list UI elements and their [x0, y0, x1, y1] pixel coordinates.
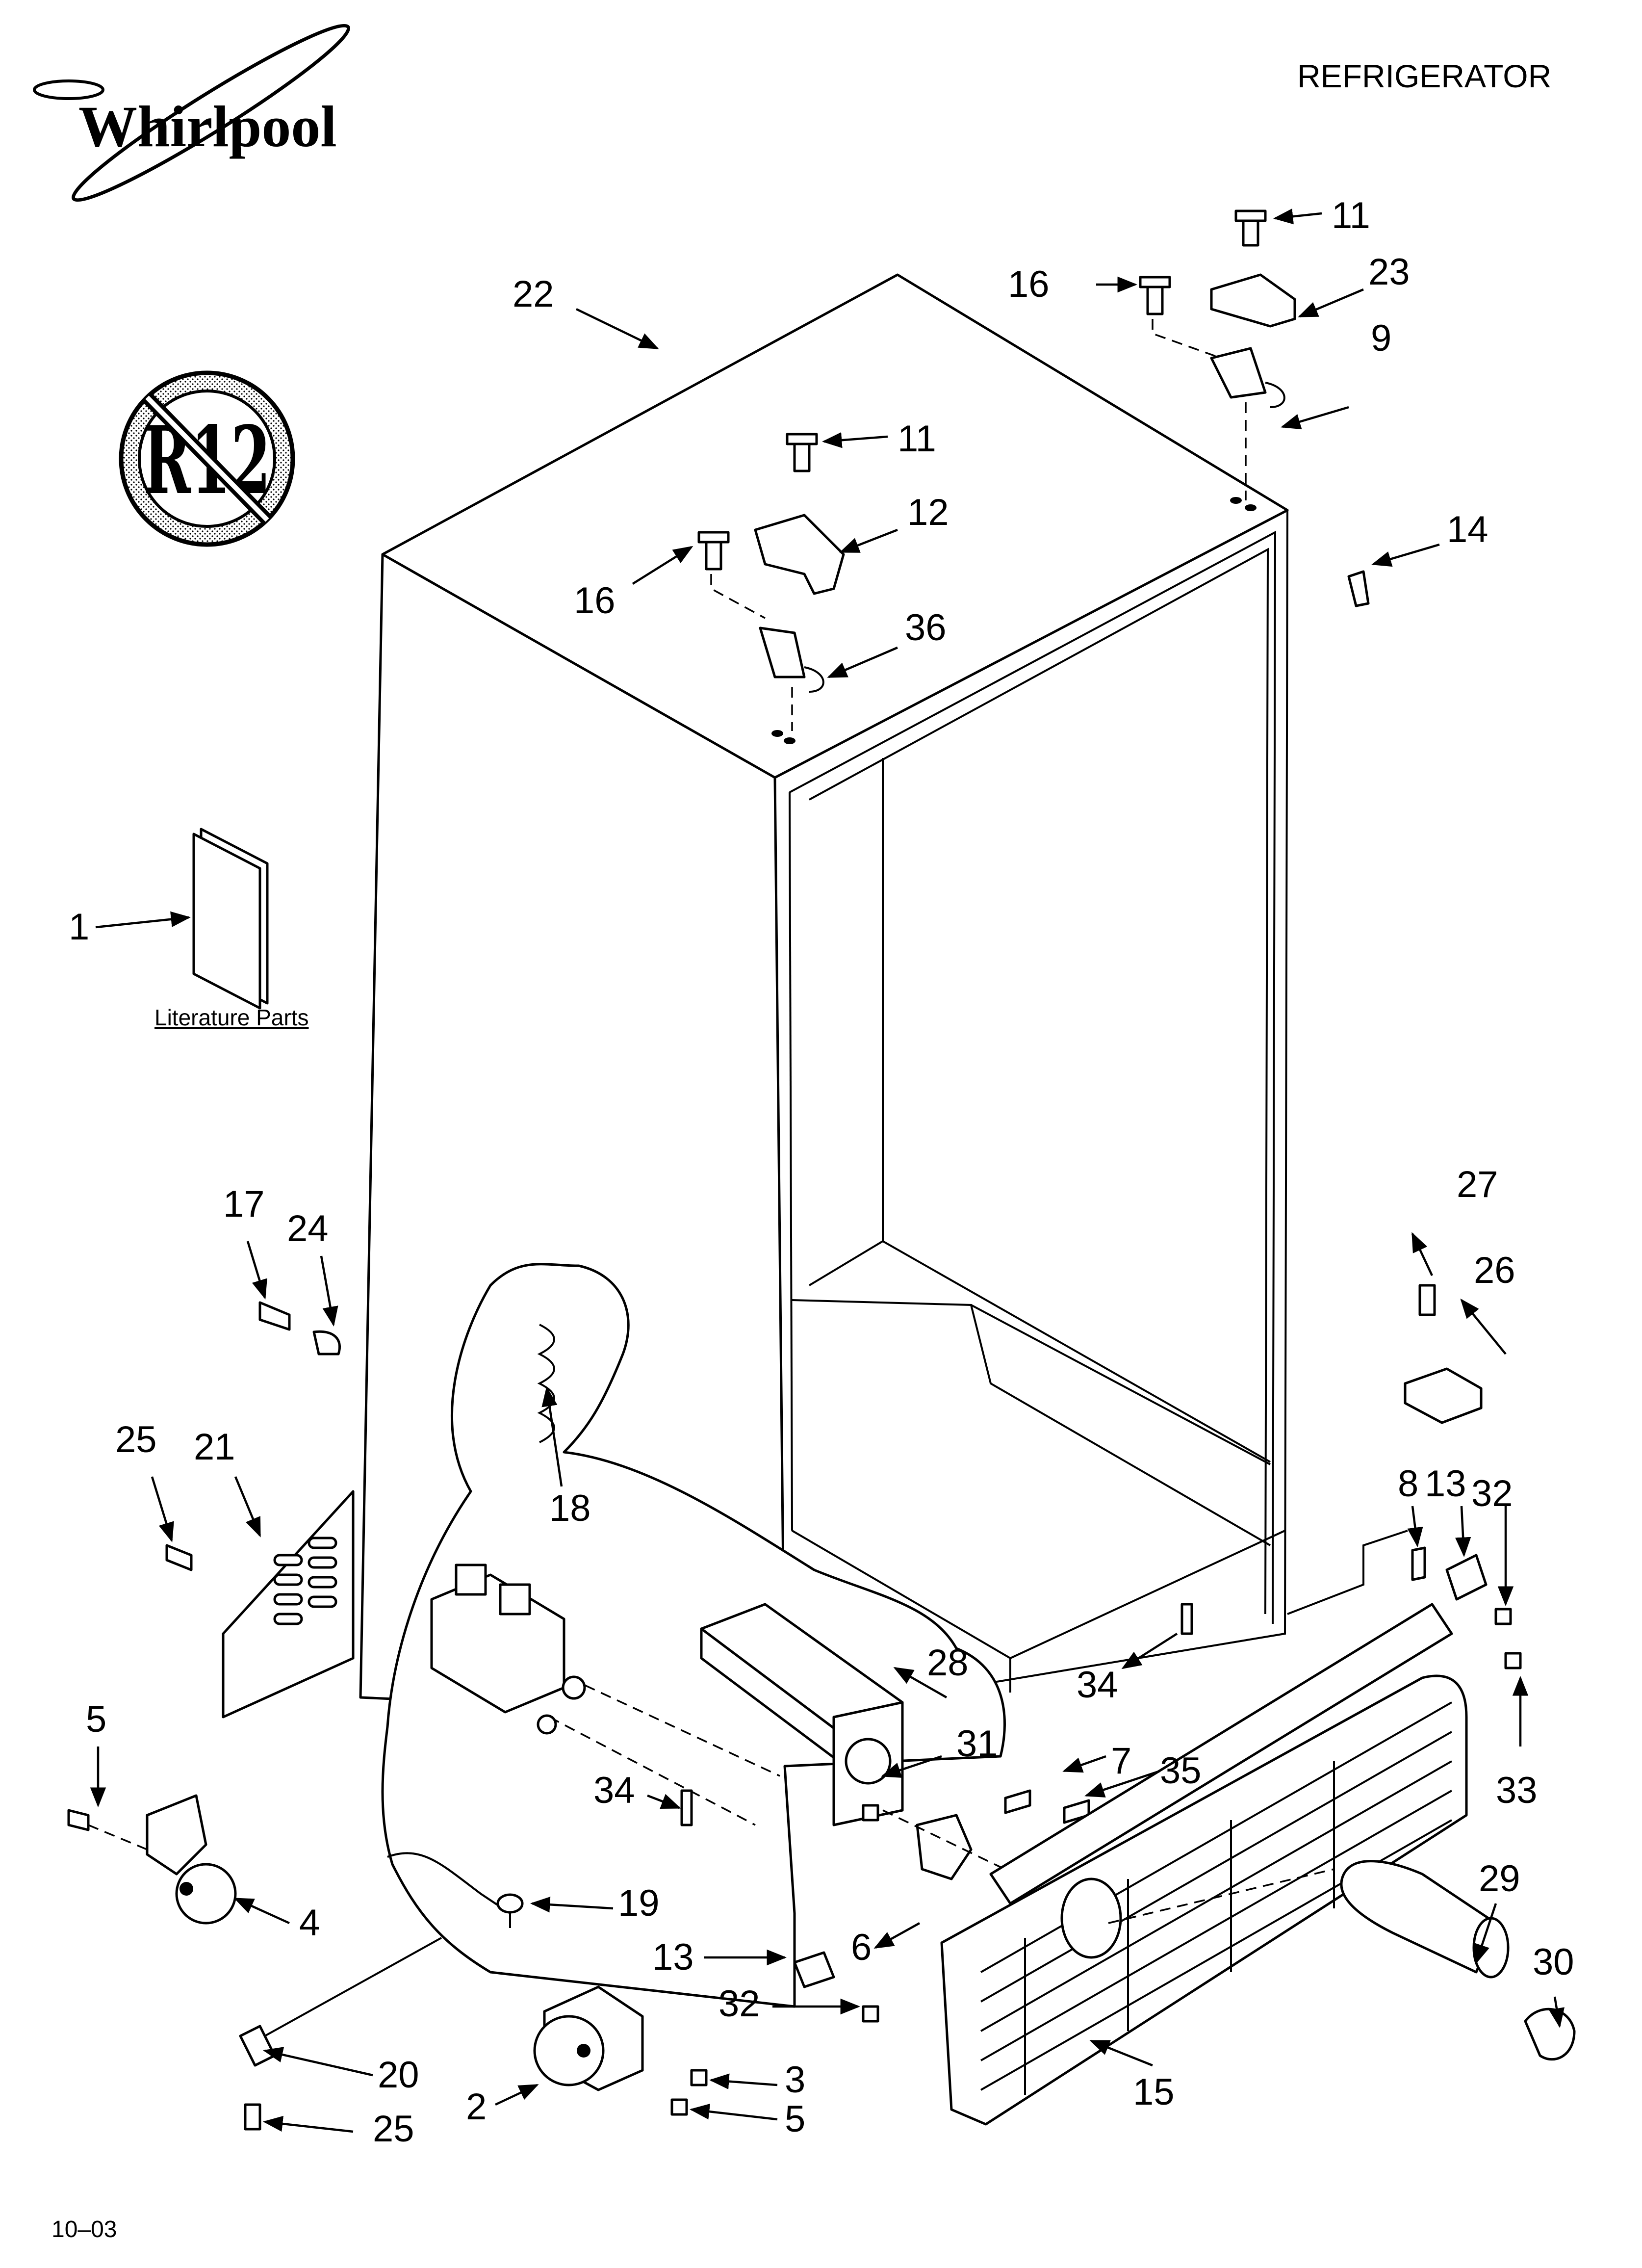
callout-16-right: 16	[1008, 263, 1050, 305]
callout-numbers: 1 2 3 4 5 5 6 7 8 9 11 11 12 13 13 14 15…	[69, 195, 1574, 2150]
callout-18: 18	[549, 1487, 591, 1529]
callout-31: 31	[956, 1723, 998, 1765]
callout-28: 28	[927, 1642, 969, 1684]
callout-12: 12	[907, 492, 949, 533]
callout-16-left: 16	[574, 580, 616, 622]
no-r12-icon: R12	[119, 370, 295, 547]
callout-21: 21	[194, 1426, 235, 1468]
front-small-parts	[680, 1603, 1193, 1880]
right-top-hinge-group	[1139, 209, 1370, 607]
callout-14: 14	[1447, 509, 1488, 550]
callout-24: 24	[287, 1208, 329, 1250]
front-roller-left	[67, 1794, 237, 1925]
callout-11-right: 11	[1332, 195, 1370, 236]
callout-22: 22	[513, 273, 554, 315]
callout-5-rear-roller: 5	[785, 2098, 805, 2140]
callout-7: 7	[1111, 1740, 1131, 1782]
callout-29: 29	[1479, 1858, 1520, 1900]
leader-lines	[90, 209, 1565, 2133]
callout-1: 1	[69, 906, 89, 948]
callout-13-right: 13	[1425, 1463, 1466, 1505]
callout-6: 6	[851, 1927, 872, 1968]
callout-34-right: 34	[1077, 1664, 1118, 1706]
callout-20: 20	[378, 2054, 419, 2096]
rear-roller-assembly	[533, 1951, 879, 2116]
whirlpool-logo: Whirlpool	[33, 24, 351, 202]
callout-8: 8	[1398, 1463, 1418, 1505]
literature-parts-booklet	[192, 828, 269, 1010]
callout-27: 27	[1457, 1164, 1498, 1205]
callout-32-right: 32	[1471, 1473, 1513, 1514]
callout-36: 36	[905, 607, 947, 649]
left-top-hinge-group	[697, 433, 845, 744]
literature-parts-label: Literature Parts	[154, 1005, 308, 1030]
right-brackets	[1287, 1284, 1522, 1669]
cabinet-cutaway	[381, 1263, 1006, 2008]
callout-25-left: 25	[115, 1419, 157, 1460]
callout-30: 30	[1533, 1941, 1574, 1983]
callout-23: 23	[1368, 251, 1410, 293]
callout-34-left: 34	[593, 1770, 635, 1811]
callout-9: 9	[1371, 317, 1391, 359]
callout-11-left: 11	[898, 418, 936, 460]
callout-13-bottom: 13	[652, 1936, 694, 1978]
callout-2: 2	[466, 2086, 487, 2128]
callout-17: 17	[223, 1183, 265, 1225]
left-side-parts	[165, 1301, 355, 1719]
callout-4: 4	[299, 1902, 320, 1944]
callout-19: 19	[618, 1882, 660, 1924]
callout-32-bottom: 32	[718, 1983, 760, 2025]
callout-35: 35	[1160, 1750, 1202, 1792]
date-code: 10–03	[51, 2216, 117, 2242]
section-title: REFRIGERATOR	[1297, 58, 1551, 94]
brand-wordmark: Whirlpool	[78, 94, 337, 159]
callout-5-front-roller: 5	[86, 1698, 106, 1740]
callout-15: 15	[1133, 2071, 1175, 2113]
callout-33: 33	[1496, 1770, 1538, 1811]
base-grille	[940, 1603, 1468, 2126]
callout-3: 3	[785, 2059, 805, 2101]
callout-26: 26	[1474, 1250, 1515, 1291]
callout-25-bottom: 25	[373, 2108, 414, 2150]
vent-panel-slots	[273, 1537, 337, 1625]
